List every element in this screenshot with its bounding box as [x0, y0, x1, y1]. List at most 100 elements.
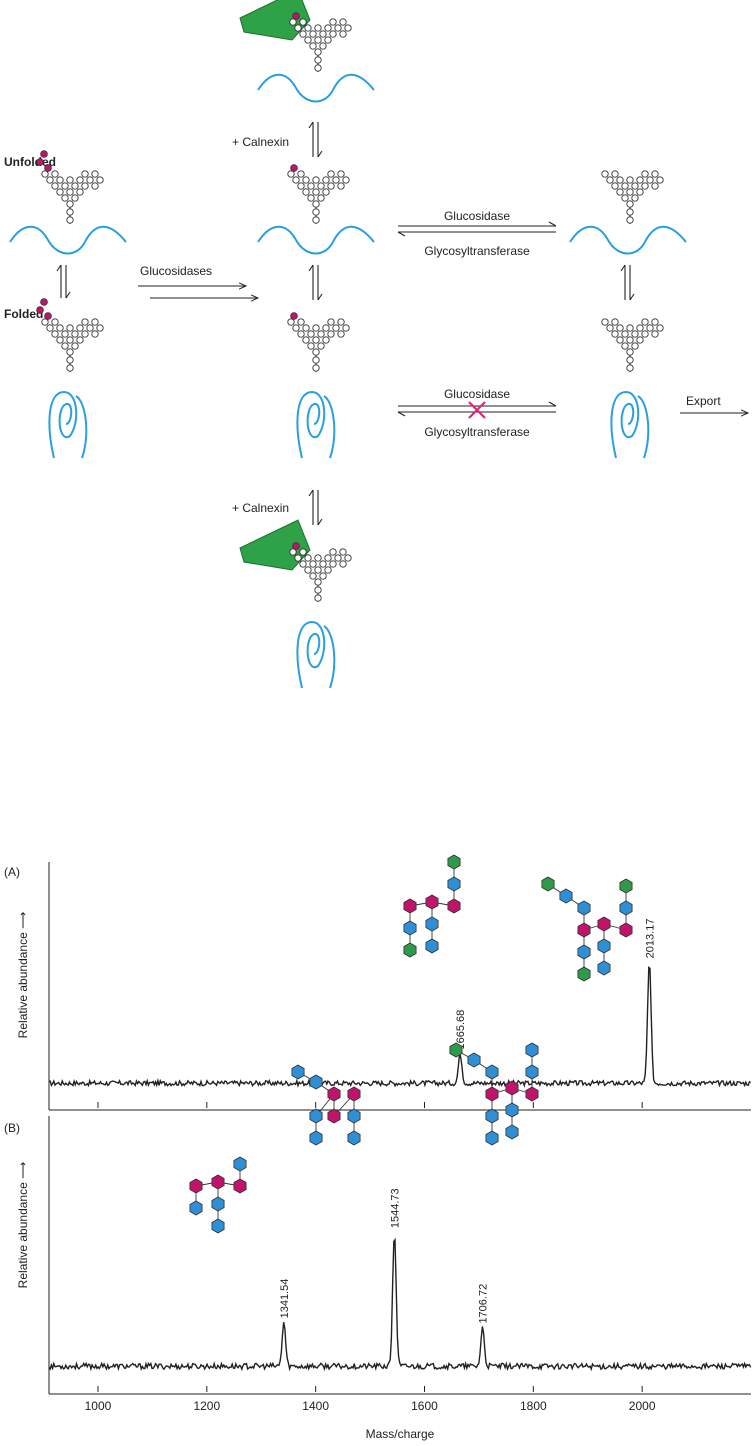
- panel-a-glycan-structures: [404, 855, 632, 981]
- equilibrium-right: [621, 265, 634, 300]
- glycan-residue-icon: [486, 1131, 498, 1145]
- unfolded-protein-icon: [258, 75, 374, 102]
- equilibrium-unfolded-folded: [57, 265, 70, 298]
- peak-mass-label: 2013.17: [644, 919, 656, 959]
- glycan-residue-icon: [348, 1131, 360, 1145]
- glycan-residue-icon: [578, 967, 590, 981]
- glucosidase-bottom-label: Glucosidase: [444, 387, 510, 401]
- panel-a-ylabel: Relative abundance ⟶: [16, 912, 30, 1039]
- glycan-residue-icon: [468, 1053, 480, 1067]
- glycan-residue-icon: [212, 1175, 224, 1189]
- peak-mass-label: 1341.54: [279, 1279, 291, 1319]
- unfolded-protein-icon: [570, 227, 686, 254]
- glycan-residue-icon: [310, 1109, 322, 1123]
- glycan-residue-icon: [426, 939, 438, 953]
- glycan-residue-icon: [348, 1087, 360, 1101]
- glycan-structure-icon: [542, 877, 632, 981]
- equilibrium-calnexin-bottom: [309, 490, 322, 525]
- glycosyltransferase-top-label: Glycosyltransferase: [424, 244, 530, 258]
- glycan-residue-icon: [310, 1075, 322, 1089]
- glycan-residue-icon: [598, 961, 610, 975]
- glycan-residue-icon: [448, 877, 460, 891]
- peak-mass-label: 1544.73: [389, 1188, 401, 1228]
- glycan-residue-icon: [542, 877, 554, 891]
- oligosaccharide-chain-icon: [288, 165, 349, 224]
- glycan-residue-icon: [328, 1109, 340, 1123]
- glycan-residue-icon: [404, 899, 416, 913]
- x-tick-label: 1200: [193, 1399, 220, 1413]
- glycan-structure-icon: [292, 1065, 360, 1145]
- glycan-residue-icon: [620, 923, 632, 937]
- glucosidase-equilibrium-top: [398, 222, 556, 236]
- calnexin-bottom-label: + Calnexin: [232, 501, 289, 515]
- glycan-residue-icon: [620, 901, 632, 915]
- calnexin-top-label: + Calnexin: [232, 135, 289, 149]
- glycan-residue-icon: [404, 943, 416, 957]
- glycan-residue-icon: [506, 1103, 518, 1117]
- oligosaccharide-chain-icon: [288, 313, 349, 372]
- glycan-residue-icon: [526, 1065, 538, 1079]
- x-tick-label: 1800: [520, 1399, 547, 1413]
- blocked-x-icon: [469, 402, 485, 418]
- glycan-residue-icon: [598, 917, 610, 931]
- equilibrium-center: [309, 265, 322, 300]
- glycan-residue-icon: [234, 1179, 246, 1193]
- molecules-layer: [10, 0, 686, 688]
- peak-mass-label: 1706.72: [478, 1284, 490, 1324]
- glycan-residue-icon: [450, 1043, 462, 1057]
- glycan-structure-icon: [450, 1043, 538, 1145]
- x-tick-label: 2000: [629, 1399, 656, 1413]
- glycan-residue-icon: [404, 921, 416, 935]
- calnexin-cycle-diagram: Unfolded Folded + Calnexin + Calnexin: [4, 0, 748, 688]
- folded-protein-icon: [49, 392, 86, 458]
- panel-b-ticks: 100012001400160018002000: [85, 1386, 656, 1413]
- glycan-residue-icon: [426, 895, 438, 909]
- glycan-residue-icon: [526, 1087, 538, 1101]
- glycan-residue-icon: [486, 1065, 498, 1079]
- glucosidase-top-label: Glucosidase: [444, 209, 510, 223]
- x-tick-label: 1600: [411, 1399, 438, 1413]
- glycan-residue-icon: [506, 1081, 518, 1095]
- glycan-residue-icon: [526, 1043, 538, 1057]
- folded-protein-icon: [297, 622, 334, 688]
- oligosaccharide-chain-icon: [602, 171, 663, 224]
- glycan-residue-icon: [426, 917, 438, 931]
- glycan-residue-icon: [328, 1087, 340, 1101]
- glycan-residue-icon: [578, 945, 590, 959]
- glycan-residue-icon: [486, 1109, 498, 1123]
- glycan-residue-icon: [598, 939, 610, 953]
- glycan-residue-icon: [348, 1109, 360, 1123]
- glycan-residue-icon: [190, 1201, 202, 1215]
- glycan-residue-icon: [578, 901, 590, 915]
- glycan-residue-icon: [448, 899, 460, 913]
- glucosidases-label: Glucosidases: [140, 264, 212, 278]
- x-tick-label: 1400: [302, 1399, 329, 1413]
- panel-b-label: (B): [4, 1121, 20, 1135]
- glycan-residue-icon: [212, 1197, 224, 1211]
- glycan-structure-icon: [404, 855, 460, 957]
- export-label: Export: [686, 394, 721, 408]
- panel-a-spectrum-trace: [49, 968, 751, 1086]
- glycan-residue-icon: [190, 1179, 202, 1193]
- glycan-residue-icon: [620, 879, 632, 893]
- glycan-residue-icon: [448, 855, 460, 869]
- glycan-residue-icon: [506, 1125, 518, 1139]
- panel-a-ticks: [98, 1102, 642, 1108]
- panel-a-label: (A): [4, 865, 20, 879]
- glycan-residue-icon: [578, 923, 590, 937]
- glucosidases-arrow: [138, 286, 258, 298]
- glycan-structure-icon: [190, 1157, 246, 1233]
- folded-protein-icon: [297, 392, 334, 458]
- folded-protein-icon: [611, 392, 648, 458]
- oligosaccharide-chain-icon: [602, 319, 663, 372]
- unfolded-protein-icon: [10, 227, 126, 254]
- glycosyltransferase-bottom-label: Glycosyltransferase: [424, 425, 530, 439]
- glycan-residue-icon: [310, 1131, 322, 1145]
- glycan-residue-icon: [234, 1157, 246, 1171]
- panel-b-peak-labels: 1341.54 1544.73 1706.72: [279, 1188, 490, 1323]
